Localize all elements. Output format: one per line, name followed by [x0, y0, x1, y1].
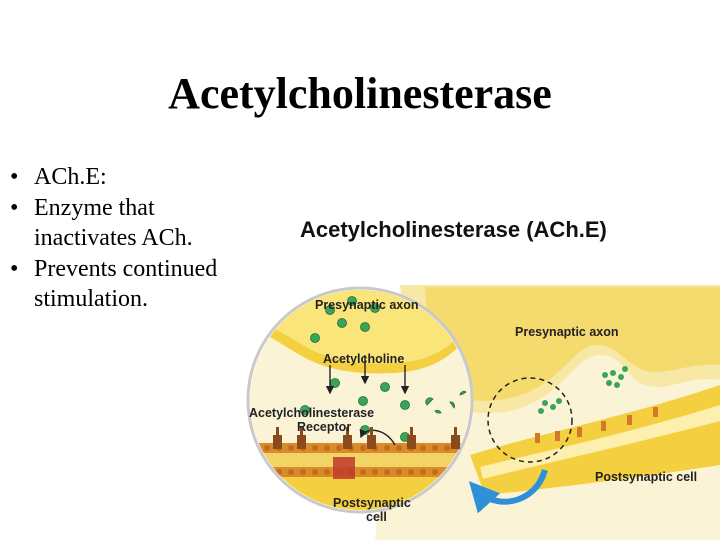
bullet-item: Enzyme that inactivates ACh.	[10, 193, 250, 254]
slide-title: Acetylcholinesterase	[168, 69, 552, 118]
blue-arrow	[468, 469, 548, 514]
label-postsynaptic-cell: Postsynaptic cell	[595, 470, 697, 484]
bullet-list: ACh.E: Enzyme that inactivates ACh. Prev…	[10, 162, 250, 315]
magnified-inset	[246, 286, 474, 514]
label-presynaptic-axon-inset: Presynaptic axon	[315, 298, 419, 312]
label-presynaptic-axon: Presynaptic axon	[515, 325, 619, 339]
bullet-item: Prevents continued stimulation.	[10, 254, 250, 315]
receptor-row	[535, 407, 658, 443]
label-receptor: Receptor	[297, 420, 351, 434]
label-postsynaptic-inset-line1: Postsynaptic	[333, 496, 411, 510]
label-acetylcholine: Acetylcholine	[323, 352, 404, 366]
figure-title: Acetylcholinesterase (ACh.E)	[300, 217, 607, 242]
zoom-indicator	[487, 377, 573, 463]
synapse-figure: Acetylcholinesterase (ACh.E)	[245, 205, 720, 540]
vesicle-cluster	[538, 366, 628, 414]
bullet-item: ACh.E:	[10, 162, 250, 193]
label-acetylcholinesterase: Acetylcholinesterase	[249, 406, 374, 420]
label-postsynaptic-inset-line2: cell	[366, 510, 387, 524]
